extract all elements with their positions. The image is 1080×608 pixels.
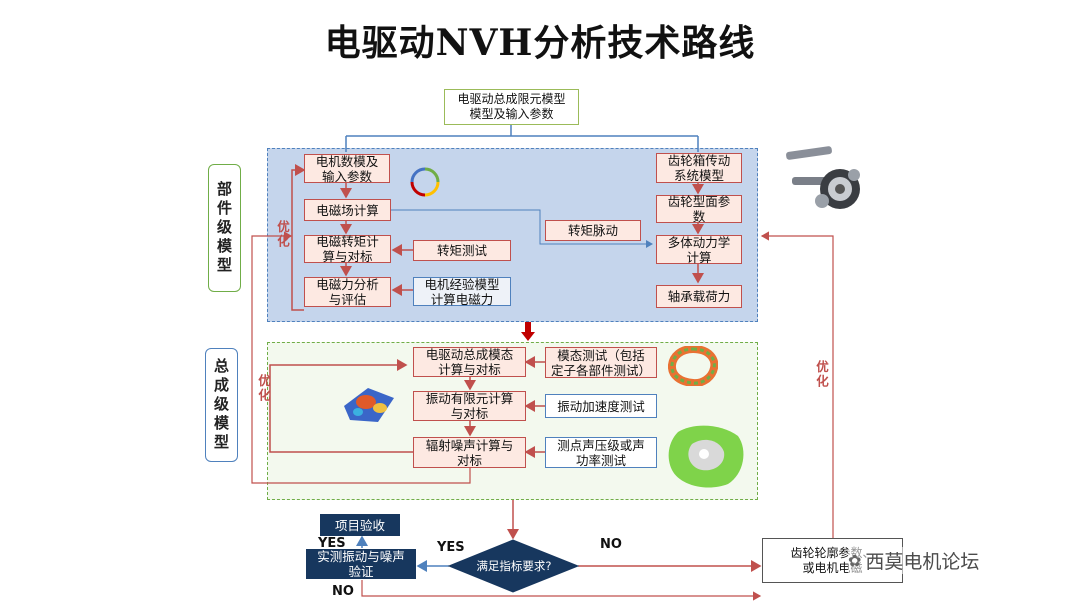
gear-surface-box: 齿轮型面参 数	[656, 194, 742, 224]
em-empirical-box: 电机经验模型 计算电磁力	[413, 277, 511, 307]
acceptance-box: 项目验收	[320, 514, 400, 536]
wechat-icon: ✿	[848, 551, 862, 570]
page-title: 电驱动NVH分析技术路线	[324, 22, 756, 64]
stator-mode-image	[668, 346, 718, 386]
bearing-load-box: 轴承载荷力	[656, 285, 742, 308]
modal-test-box: 模态测试（包括 定子各部件测试）	[545, 347, 657, 378]
assembly-level-label: 总成级模型	[205, 348, 238, 462]
vibration-test-box: 振动加速度测试	[545, 394, 657, 418]
fe-model-input-box: 电驱动总成限元模型 模型及输入参数	[444, 89, 579, 125]
validation-box: 实测振动与噪声 验证	[306, 549, 416, 579]
optimize-label-component: 优化	[275, 220, 290, 249]
vibration-fe-image	[344, 388, 394, 422]
motor-model-box: 电机数模及 输入参数	[304, 154, 390, 184]
em-field-plot-image	[410, 167, 440, 197]
no-label-bottom: NO	[332, 584, 354, 599]
em-torque-box: 电磁转矩计 算与对标	[304, 234, 391, 264]
em-field-box: 电磁场计算	[304, 199, 391, 221]
multibody-box: 多体动力学 计算	[656, 235, 742, 265]
decision-diamond-label: 满足指标要求?	[476, 558, 552, 573]
sound-field-image	[668, 425, 744, 488]
noise-calc-box: 辐射噪声计算与 对标	[413, 437, 526, 468]
yes-label-decision: YES	[437, 540, 465, 555]
watermark-text: 西莫电机论坛	[865, 551, 980, 573]
gear-system-box: 齿轮箱传动 系统模型	[656, 153, 742, 183]
torque-test-box: 转矩测试	[413, 240, 511, 261]
modal-calc-box: 电驱动总成模态 计算与对标	[413, 347, 526, 377]
em-force-box: 电磁力分析 与评估	[304, 277, 391, 307]
optimize-label-right: 优化	[814, 360, 829, 389]
component-level-label: 部件级模型	[208, 164, 241, 292]
yes-label-acceptance: YES	[318, 536, 346, 551]
sound-test-box: 测点声压级或声 功率测试	[545, 437, 657, 468]
watermark: ✿ 西莫电机论坛	[848, 547, 980, 574]
torque-ripple-box: 转矩脉动	[545, 220, 641, 241]
vibration-fe-box: 振动有限元计算 与对标	[413, 391, 526, 421]
gearbox-image	[786, 146, 860, 209]
fe-model-input-text: 电驱动总成限元模型 模型及输入参数	[457, 92, 566, 121]
optimize-label-assembly: 优化	[256, 374, 271, 403]
no-label-right: NO	[600, 537, 622, 552]
